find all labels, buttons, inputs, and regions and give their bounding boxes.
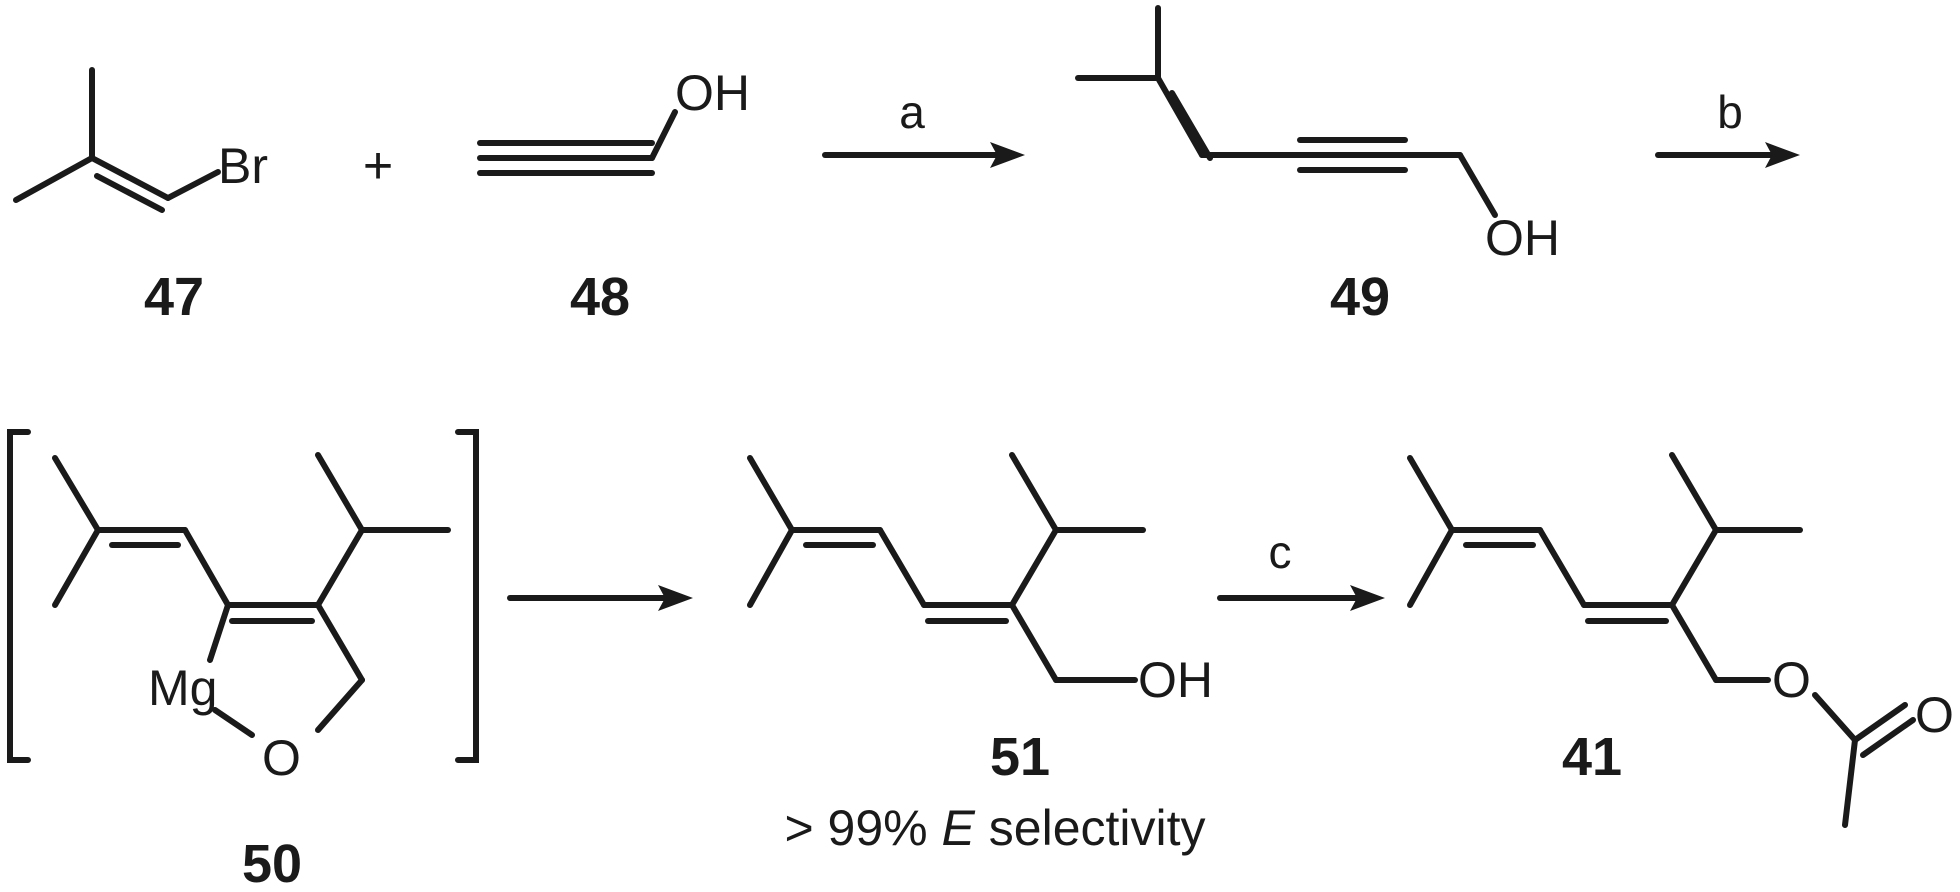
compound-51-number: 51 [990,727,1050,787]
compound-51-bonds [747,452,1146,683]
compound-47-number: 47 [144,267,204,327]
oxygen-atom-label: O [262,730,301,786]
hydroxyl-label: OH [1138,652,1213,708]
arrow-a: a [822,86,1025,168]
compound-51: OH 51 > 99% E selectivity [747,452,1213,856]
compound-50: Mg O 50 [7,429,479,892]
hydroxyl-label: OH [675,65,750,121]
hydroxyl-label: OH [1485,210,1560,266]
magnesium-atom-label: Mg [148,660,217,716]
selectivity-prefix: > 99% [784,800,941,856]
arrow-c: c [1217,526,1385,611]
selectivity-isomer: E [942,800,976,856]
compound-49-number: 49 [1330,267,1390,327]
selectivity-note: > 99% E selectivity [784,800,1205,856]
carbonyl-oxygen-label: O [1915,687,1954,743]
bracket-left [7,429,31,763]
condition-b: b [1717,86,1743,138]
selectivity-suffix: selectivity [975,800,1206,856]
arrow-50-to-51 [507,585,693,611]
ester-oxygen-label: O [1772,652,1811,708]
condition-a: a [899,86,925,138]
plus-sign: + [363,137,393,195]
compound-47: Br 47 [13,67,268,327]
compound-49-bonds [1075,5,1498,218]
compound-41-number: 41 [1562,727,1622,787]
arrow-b: b [1655,86,1800,168]
compound-41-bonds [1407,452,1916,828]
compound-47-bonds [13,67,221,213]
compound-48: OH 48 [477,65,750,327]
compound-49: OH 49 [1075,5,1560,327]
bromine-atom-label: Br [218,138,268,194]
compound-48-number: 48 [570,267,630,327]
condition-c: c [1269,526,1292,578]
compound-50-number: 50 [242,834,302,892]
compound-41: O O 41 [1407,452,1954,828]
compound-50-bonds [52,452,451,738]
compound-48-bonds [477,109,678,176]
bracket-right [455,429,479,763]
